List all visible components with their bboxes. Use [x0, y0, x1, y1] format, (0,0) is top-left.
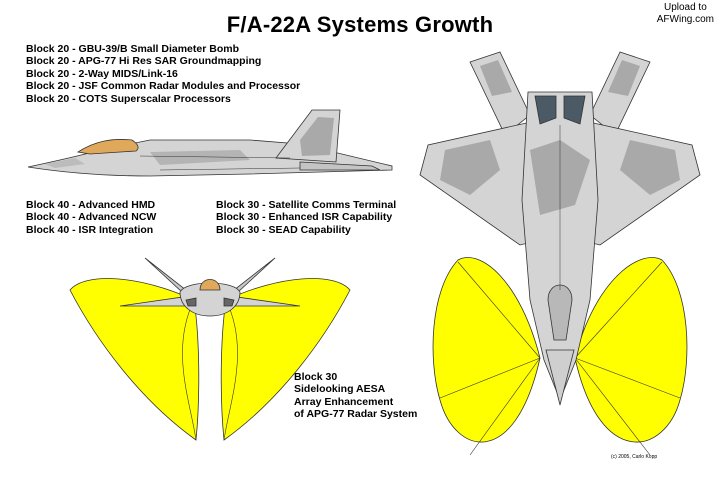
aesa-note-line: Sidelooking AESA — [294, 383, 386, 396]
side-panel-line — [139, 155, 291, 159]
front-radar-lobe-left — [69, 278, 200, 441]
front-intake-right — [223, 297, 235, 307]
block30-item: Block 30 - Satellite Comms Terminal — [216, 199, 397, 211]
block30-list: Block 30 - Satellite Comms Terminal Bloc… — [216, 199, 396, 236]
upload-line-1: Upload to — [663, 2, 707, 13]
top-radar-lobe-left — [432, 257, 541, 443]
side-tail-camo — [300, 117, 334, 156]
block40-item: Block 40 - Advanced NCW — [26, 211, 157, 224]
block20-item: Block 20 - 2-Way MIDS/Link-16 — [26, 67, 178, 80]
top-exhaust-left — [534, 95, 557, 125]
block20-item: Block 20 - APG-77 Hi Res SAR Groundmappi… — [26, 55, 262, 68]
top-view-aircraft — [419, 51, 701, 456]
top-exhaust-right — [563, 95, 586, 125]
side-canopy — [76, 139, 139, 155]
top-tail-left-camo — [480, 60, 512, 96]
block20-item: Block 20 - JSF Common Radar Modules and … — [26, 80, 301, 93]
top-radar-lobe-right — [574, 257, 688, 443]
top-wing-right-camo — [620, 140, 680, 195]
aesa-note-line: Block 30 — [294, 371, 338, 383]
top-tail-right-camo — [608, 60, 640, 96]
side-camo-patch — [150, 150, 250, 165]
top-nose — [545, 349, 575, 406]
side-nose-camo — [45, 158, 85, 168]
block40-item: Block 40 - Advanced HMD — [26, 199, 156, 211]
block30-item: Block 30 - SEAD Capability — [216, 223, 351, 236]
front-radar-lobe-left-inner — [182, 299, 197, 441]
diagram-title: F/A-22A Systems Growth — [226, 12, 494, 37]
side-panel-line — [159, 167, 301, 171]
aesa-note-line: of APG-77 Radar System — [294, 408, 418, 421]
top-canopy — [547, 284, 573, 341]
block20-item: Block 20 - COTS Superscalar Processors — [26, 92, 231, 105]
side-view-aircraft — [27, 109, 393, 177]
top-radar-lobe-left-lines — [439, 261, 541, 456]
copyright-note: (c) 2005, Carlo Kopp — [611, 454, 658, 460]
top-wing-left-camo — [440, 140, 500, 195]
upload-line-2: AFWing.com — [656, 14, 714, 25]
front-radar-lobe-right — [220, 278, 351, 441]
upload-watermark: Upload to AFWing.com — [657, 2, 714, 26]
block30-item: Block 30 - Enhanced ISR Capability — [216, 211, 393, 224]
aesa-note-line: Array Enhancement — [294, 395, 394, 408]
aesa-note: Block 30 Sidelooking AESA Array Enhancem… — [294, 371, 417, 421]
front-radar-lobe-right-inner — [223, 299, 238, 441]
front-view-aircraft — [69, 257, 351, 441]
side-horizontal-stab — [299, 161, 381, 171]
block40-item: Block 40 - ISR Integration — [26, 223, 154, 236]
front-canopy — [199, 279, 221, 291]
block20-list: Block 20 - GBU-39/B Small Diameter Bomb … — [26, 43, 300, 105]
top-radar-lobe-right-lines — [574, 261, 681, 456]
block20-item: Block 20 - GBU-39/B Small Diameter Bomb — [26, 43, 239, 55]
block40-list: Block 40 - Advanced HMD Block 40 - Advan… — [26, 199, 156, 236]
front-intake-left — [185, 297, 197, 307]
